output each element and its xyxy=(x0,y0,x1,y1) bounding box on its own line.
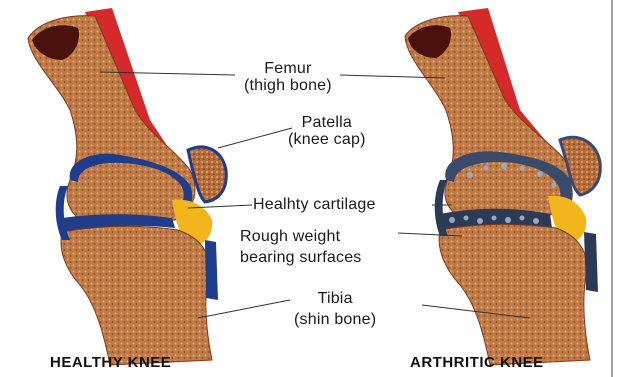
patella-label-line1: Patella xyxy=(288,114,366,131)
healthy-knee-drawing xyxy=(28,8,226,365)
patella-leader xyxy=(218,128,292,148)
healthy-tibia xyxy=(61,226,212,365)
rough-surfaces-label-line2: bearing surfaces xyxy=(240,249,362,266)
tibia-label-line1: Tibia xyxy=(294,290,376,307)
patella-label-line2: (knee cap) xyxy=(288,131,366,148)
tibia-label-line2: (shin bone) xyxy=(294,311,376,328)
arthritic-knee-drawing xyxy=(405,8,600,365)
femur-label-line2: (thigh bone) xyxy=(244,77,332,94)
cartilage-label-line1: Healhty cartilage xyxy=(253,196,376,213)
arthritic-tibia xyxy=(439,224,590,365)
healthy-knee-caption: HEALTHY KNEE xyxy=(50,354,171,371)
healthy-fibula-edge xyxy=(205,240,218,300)
rough-surfaces-label: Rough weight bearing surfaces xyxy=(240,228,362,266)
arthritic-fibula-edge xyxy=(584,232,598,292)
arthritic-knee-caption: ARTHRITIC KNEE xyxy=(410,354,544,371)
cartilage-label: Healhty cartilage xyxy=(253,196,376,213)
rough-surfaces-label-line1: Rough weight xyxy=(240,228,362,245)
femur-label-line1: Femur xyxy=(244,60,332,77)
femur-label: Femur (thigh bone) xyxy=(244,60,332,94)
tibia-label: Tibia (shin bone) xyxy=(294,290,376,328)
patella-label: Patella (knee cap) xyxy=(288,114,366,148)
tibia-leader-left xyxy=(198,300,290,318)
